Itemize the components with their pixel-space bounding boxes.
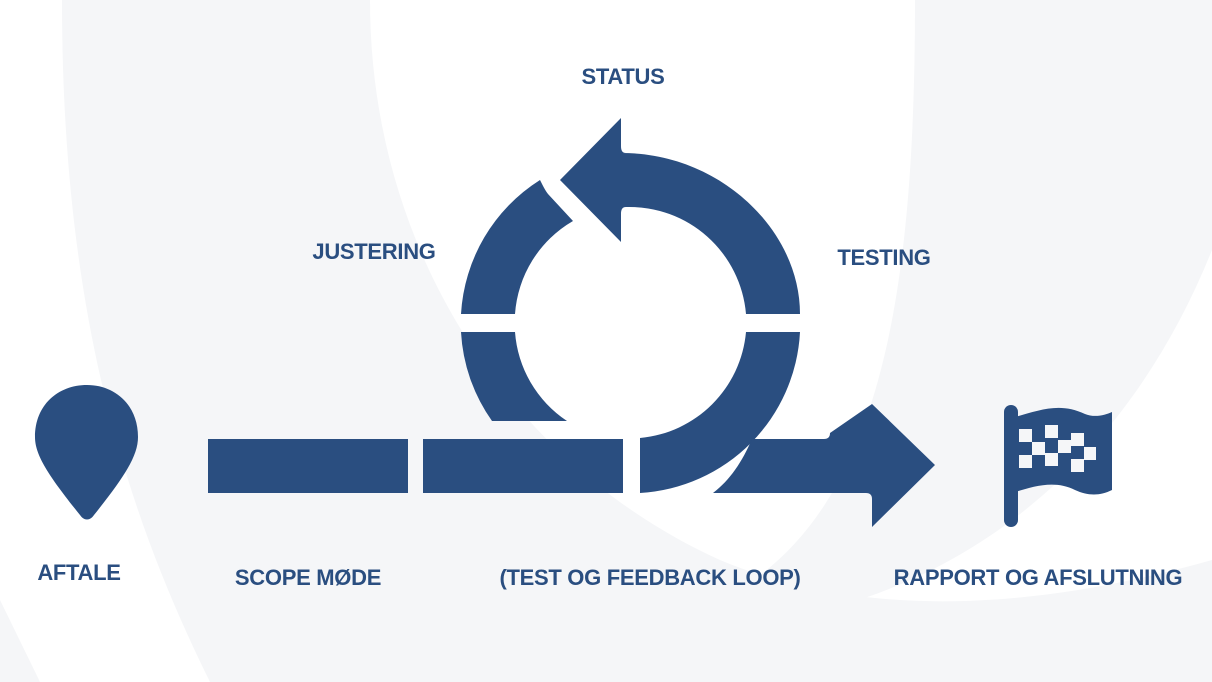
step-label-aftale: AFTALE <box>37 560 121 585</box>
background-swoosh-right <box>720 0 1212 620</box>
exit-arrow-icon <box>713 404 935 527</box>
loop-arc-bottom-right <box>640 332 800 493</box>
loop-label-justering: JUSTERING <box>312 239 436 264</box>
map-pin-icon <box>35 385 138 520</box>
loop-entry-bar <box>423 439 623 493</box>
background-swoosh <box>62 0 1212 682</box>
background-swoosh-lower <box>0 600 40 682</box>
scope-bar-icon <box>208 439 408 493</box>
loop-label-testing: TESTING <box>837 245 931 270</box>
loop-arc-left <box>461 180 573 314</box>
loop-label-status: STATUS <box>581 64 665 89</box>
loop-arc-right <box>560 118 800 314</box>
loop-arc-bottom-left <box>461 332 567 421</box>
flag-checks <box>1019 425 1096 472</box>
step-label-loop: (TEST OG FEEDBACK LOOP) <box>499 565 801 590</box>
step-label-scope: SCOPE MØDE <box>234 565 382 590</box>
step-label-rapport: RAPPORT OG AFSLUTNING <box>893 565 1183 590</box>
